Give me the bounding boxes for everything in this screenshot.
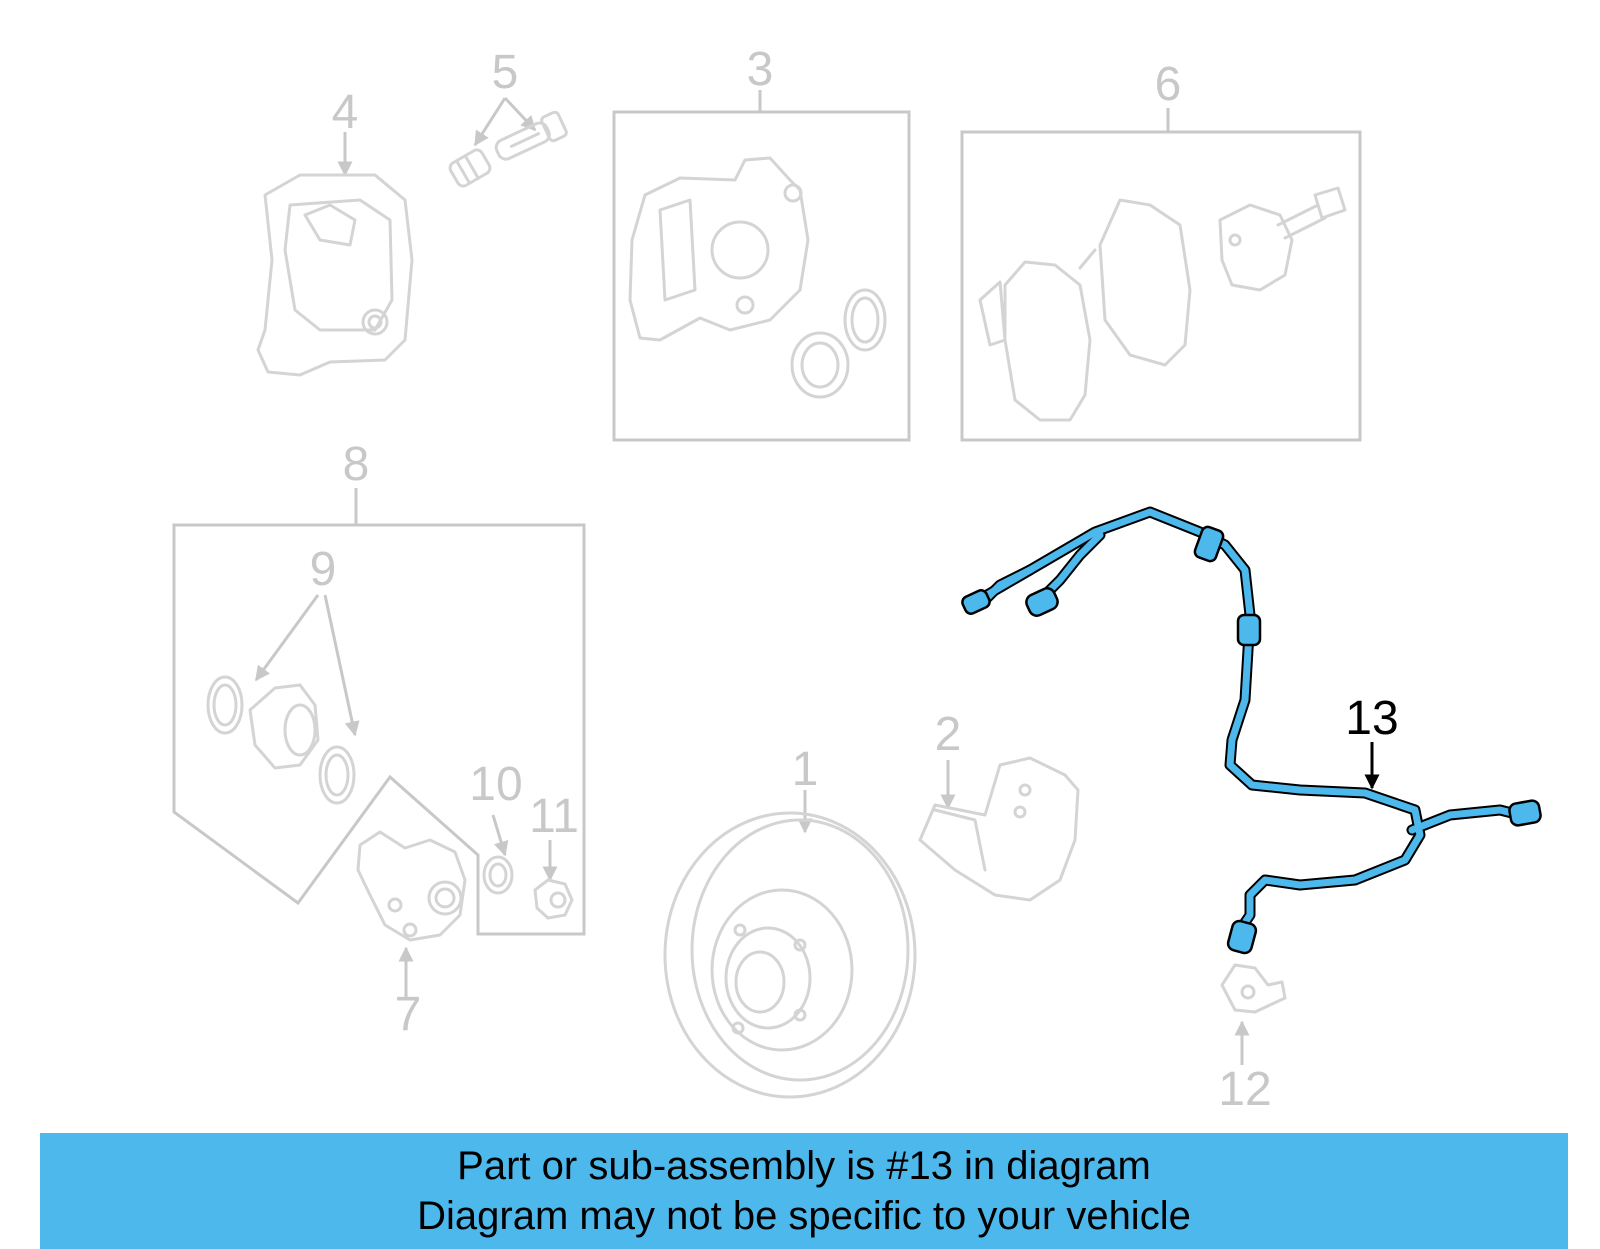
part-4-caliper-bracket: 4	[256, 86, 414, 377]
part-8-hub-assembly: 8 9	[172, 438, 586, 936]
callout-5: 5	[492, 46, 519, 99]
callout-8: 8	[343, 438, 370, 491]
harness-wire	[971, 508, 1524, 934]
part-6-brake-pads: 6	[960, 58, 1362, 442]
part-5-guide-pins: 5	[448, 46, 568, 188]
callout-7: 7	[395, 988, 422, 1041]
part-13-abs-wire-harness: 13	[961, 506, 1542, 955]
callout-6: 6	[1155, 58, 1182, 111]
part-11-nut: 11	[529, 790, 579, 920]
callout-12: 12	[1218, 1063, 1271, 1116]
callout-11: 11	[529, 790, 579, 843]
box-3	[612, 110, 911, 442]
callout-3: 3	[747, 43, 774, 96]
part-1-rotor: 1	[663, 743, 917, 1099]
banner-line-1: Part or sub-assembly is #13 in diagram	[457, 1144, 1151, 1188]
box-6	[960, 130, 1362, 442]
box-8	[172, 523, 586, 936]
grommet-top	[1193, 525, 1225, 563]
connector-bottom	[1226, 919, 1258, 955]
part-12-wheel-speed-sensor: 12	[1218, 963, 1287, 1116]
part-2-splash-shield: 2	[918, 708, 1080, 902]
info-banner: Part or sub-assembly is #13 in diagram D…	[40, 1133, 1568, 1249]
part-10-washer: 10	[469, 758, 523, 895]
callout-13: 13	[1345, 692, 1398, 745]
callout-4: 4	[332, 86, 359, 139]
grommet-mid	[1236, 613, 1262, 647]
callout-9: 9	[310, 543, 337, 596]
connector-right	[1508, 799, 1542, 827]
connector-left-b	[1025, 587, 1059, 617]
callout-2: 2	[935, 708, 962, 761]
banner-line-2: Diagram may not be specific to your vehi…	[417, 1194, 1191, 1238]
connector-left-a	[961, 589, 991, 615]
callout-1: 1	[792, 743, 819, 796]
part-7-hub: 7	[356, 830, 467, 1041]
callout-10: 10	[469, 758, 522, 811]
part-3-caliper: 3	[612, 43, 911, 442]
